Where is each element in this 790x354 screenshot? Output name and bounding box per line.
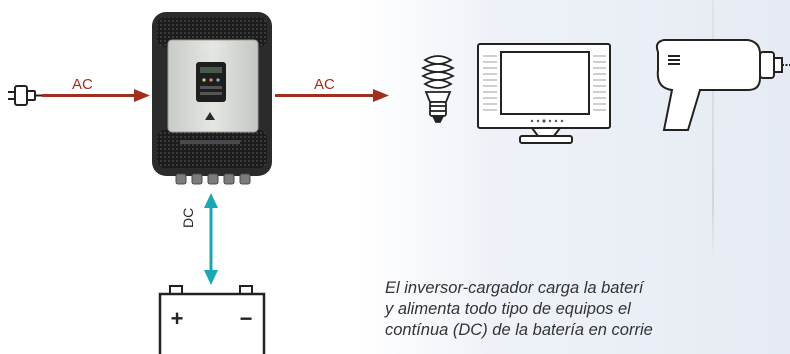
dc-arrow [204,193,218,285]
inverter-charger-device: Xtender [152,12,272,185]
drill-icon [655,39,790,131]
device-brand-label: Xtender [200,44,226,51]
bulb-icon [421,55,455,123]
ac-input-arrow [42,89,150,102]
caption-text: El inversor-cargador carga la baterí y a… [385,278,790,341]
caption-line-2: y alimenta todo tipo de equipos el [385,300,631,318]
plug-icon [8,85,42,106]
ac-output-label: AC [314,76,335,93]
battery-minus: − [240,306,253,331]
caption-line-1: El inversor-cargador carga la baterí [385,279,644,297]
battery-icon: + − [158,285,266,354]
caption-line-3: contínua (DC) de la batería en corrie [385,321,653,339]
ac-output-arrow [275,89,389,102]
divider-line [712,0,714,260]
ac-input-label: AC [72,76,93,93]
monitor-icon [477,43,611,144]
battery-plus: + [171,306,184,331]
dc-label: DC [180,207,196,228]
